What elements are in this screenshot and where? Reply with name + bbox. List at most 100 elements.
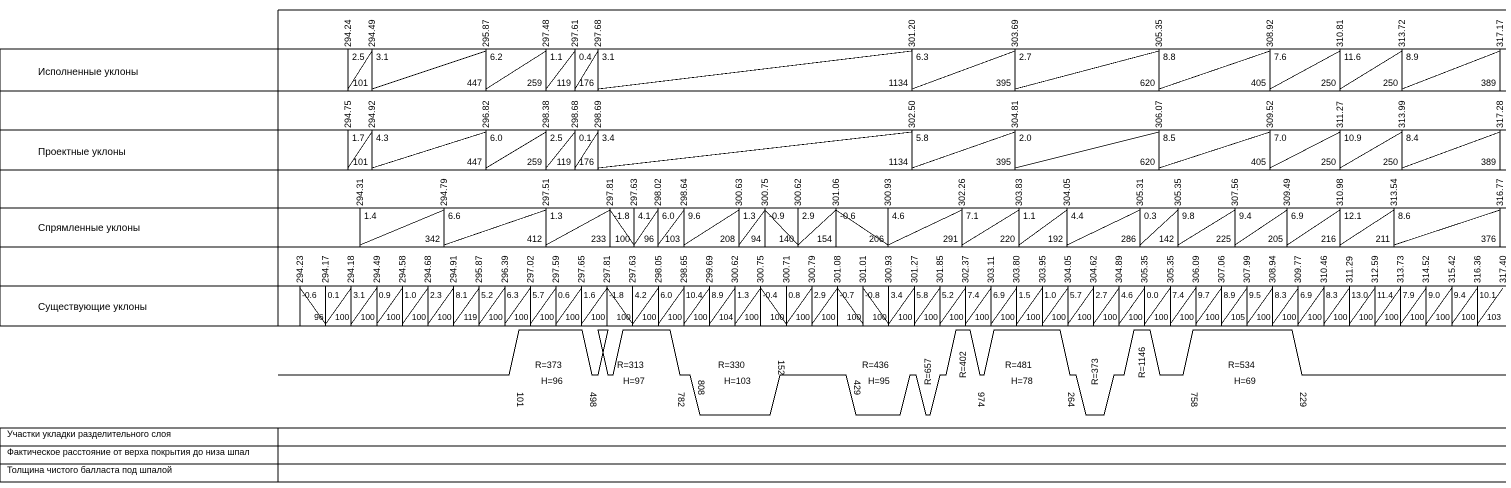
executed-elevation-mark: 305.35	[1154, 19, 1164, 47]
curve-radius: R=481	[1005, 360, 1032, 370]
existing-elevation-mark: 295.87	[474, 255, 484, 283]
straightened-slope-value: 9.4	[1239, 211, 1252, 221]
curve-start-km: 758	[1189, 392, 1199, 407]
existing-elevation-mark: 294.23	[295, 255, 305, 283]
straightened-length-value: 342	[425, 234, 440, 244]
existing-length-value: 100	[540, 312, 554, 322]
curve-height: H=69	[1234, 376, 1256, 386]
straightened-slope-value: 6.6	[448, 211, 461, 221]
straightened-elevation-mark: 294.31	[355, 178, 365, 206]
straightened-elevation-mark: 305.35	[1173, 178, 1183, 206]
straightened-slope-value: 1.3	[743, 211, 756, 221]
straightened-slope-line	[443, 209, 547, 246]
executed-length-value: 389	[1481, 78, 1496, 88]
straightened-slope-line	[738, 209, 766, 246]
straightened-length-value: 103	[665, 234, 680, 244]
curve-end-km: 974	[976, 392, 986, 407]
straightened-slope-value: -0.9	[769, 211, 785, 221]
straightened-slope-value: 12.1	[1344, 211, 1362, 221]
executed-slope-line	[574, 50, 599, 90]
existing-elevation-mark: 313.73	[1396, 255, 1406, 283]
existing-elevation-mark: 301.27	[909, 255, 919, 283]
design-slope-value: 5.8	[916, 133, 929, 143]
design-elevation-mark: 309.52	[1265, 100, 1275, 128]
existing-slope-line	[965, 287, 992, 325]
existing-length-value: 100	[668, 312, 682, 322]
design-slope-line	[485, 131, 547, 169]
existing-length-value: 100	[796, 312, 810, 322]
design-elevation-mark: 311.27	[1335, 101, 1345, 128]
existing-length-value: 100	[1128, 312, 1142, 322]
existing-elevation-mark: 317.40	[1498, 255, 1508, 283]
design-elevation-mark: 294.92	[367, 100, 377, 128]
executed-length-value: 1134	[889, 78, 908, 88]
existing-slope-line	[658, 287, 685, 325]
existing-elevation-mark: 300.75	[756, 255, 766, 283]
row-labels: Исполненные уклоны Проектные уклоны Спря…	[7, 67, 250, 475]
existing-slope-value: 5.7	[1070, 290, 1082, 300]
existing-length-value: 100	[1180, 312, 1194, 322]
curve-height: H=97	[623, 376, 645, 386]
executed-length-value: 395	[996, 78, 1011, 88]
design-slope-value: 8.5	[1163, 133, 1176, 143]
plan-line	[278, 329, 1506, 416]
design-elevation-mark: 302.50	[907, 100, 917, 128]
executed-slope-line	[1269, 50, 1341, 90]
existing-length-value: 105	[1231, 312, 1245, 322]
existing-slope-line	[862, 287, 889, 325]
executed-length-value: 250	[1321, 78, 1336, 88]
existing-slope-line	[1195, 287, 1222, 325]
existing-elevation-mark: 294.68	[423, 255, 433, 283]
existing-elevation-mark: 312.59	[1370, 255, 1380, 283]
existing-elevation-mark: 301.08	[833, 255, 843, 283]
executed-slope-value: 3.1	[376, 52, 389, 62]
straightened-slope-line	[961, 209, 1020, 246]
existing-slope-line	[1246, 287, 1273, 325]
existing-elevation-mark: 297.65	[577, 255, 587, 283]
existing-slope-line	[504, 287, 531, 325]
existing-slope-line	[1169, 287, 1197, 325]
curve-end-km: 264	[1066, 392, 1076, 407]
existing-length-value: 100	[412, 312, 426, 322]
existing-slope-value: 6.9	[1300, 290, 1312, 300]
existing-elevation-mark: 315.42	[1447, 255, 1457, 283]
curve-height: H=96	[541, 376, 563, 386]
straightened-elevation-mark: 297.81	[605, 178, 615, 206]
executed-slope-value: 3.1	[602, 52, 615, 62]
existing-slope-line	[786, 287, 813, 325]
straightened-elevation-mark: 300.63	[734, 178, 744, 206]
executed-slope-value: 7.6	[1274, 52, 1287, 62]
straightened-slope-value: -0.6	[840, 211, 856, 221]
existing-slope-value: 3.1	[353, 290, 365, 300]
design-elevation-mark: 298.68	[570, 100, 580, 128]
straightened-elevation-mark: 316.77	[1495, 178, 1505, 206]
existing-elevation-mark: 294.17	[321, 255, 331, 283]
existing-slope-value: 3.4	[891, 290, 903, 300]
existing-slope-value: 0.6	[558, 290, 570, 300]
existing-elevation-mark: 303.95	[1037, 255, 1047, 283]
straightened-length-value: 154	[817, 234, 832, 244]
existing-slope-value: -1.8	[609, 290, 624, 300]
executed-length-value: 119	[557, 78, 571, 88]
curve-radius: R=657	[923, 358, 933, 385]
row-label-executed: Исполненные уклоны	[38, 67, 138, 78]
existing-slope-line	[606, 287, 634, 325]
straightened-slope-value: -1.8	[614, 211, 630, 221]
existing-slope-value: 13.0	[1351, 290, 1368, 300]
row-label-sleeper-distance: Фактическое расстояние от верха покрытия…	[7, 447, 250, 457]
design-elevation-mark: 298.69	[593, 100, 603, 128]
straightened-slope-line	[633, 209, 659, 246]
existing-slope-line	[1221, 287, 1248, 325]
existing-length-value: 100	[693, 312, 707, 322]
existing-length-value: 100	[1410, 312, 1424, 322]
existing-elevation-mark: 299.69	[705, 255, 715, 283]
design-slope-line	[574, 131, 599, 169]
executed-slope-line	[371, 50, 487, 90]
design-slope-line	[911, 131, 1016, 169]
existing-elevation-mark: 301.85	[935, 255, 945, 283]
existing-length-value: 100	[821, 312, 835, 322]
executed-elevation-mark: 297.48	[541, 19, 551, 47]
existing-elevation-mark: 297.02	[525, 255, 535, 283]
existing-length-value: 100	[770, 312, 784, 322]
